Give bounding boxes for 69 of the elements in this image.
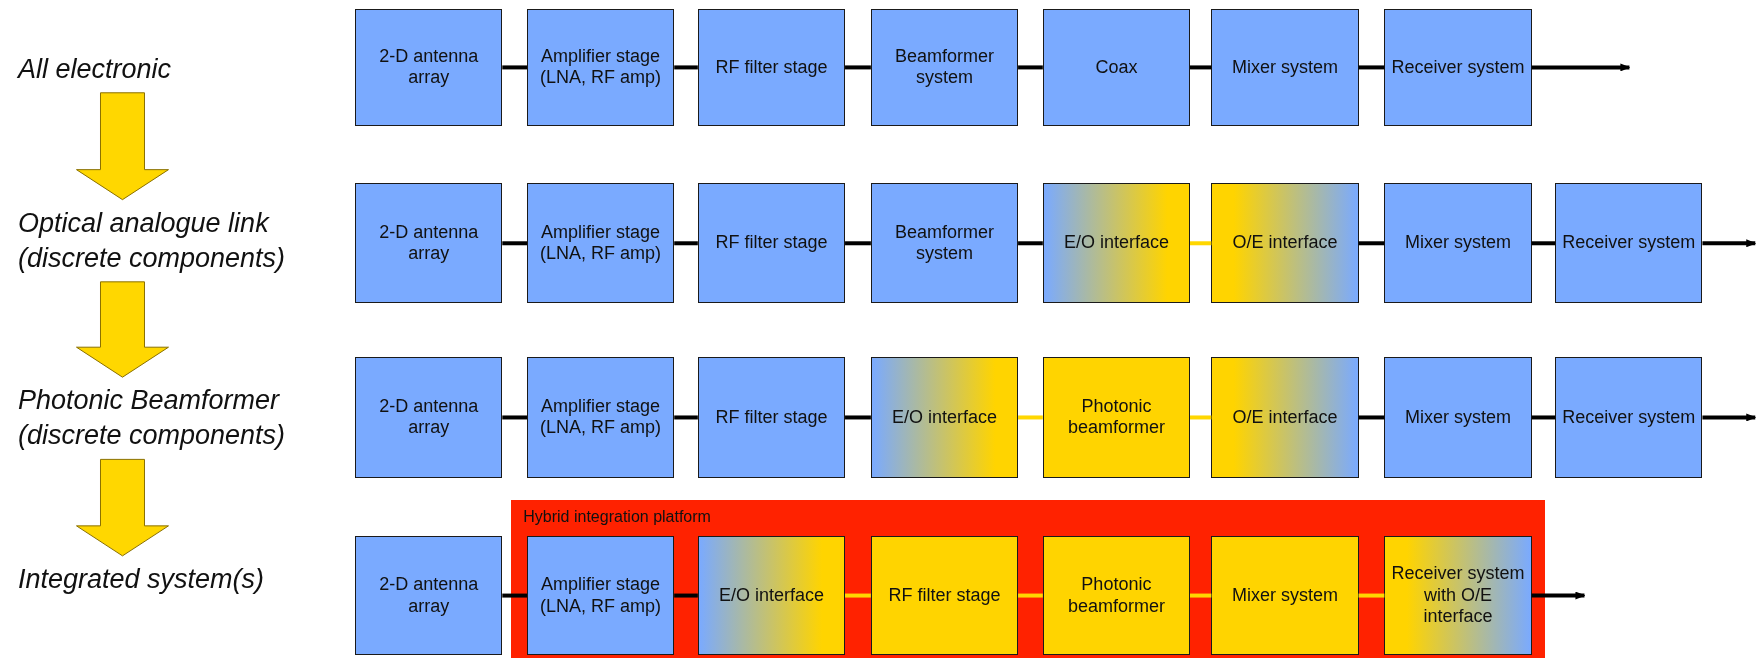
connector-line [845,241,871,246]
process-box: E/O interface [870,357,1019,478]
process-box: 2-D antenna array [355,357,503,478]
connector-line [674,415,698,420]
process-box: Amplifier stage (LNA, RF amp) [527,9,675,126]
connector-line [1358,241,1385,246]
connector-line [1018,65,1043,70]
platform-title: Hybrid integration platform [523,508,711,527]
process-box: E/O interface [1042,183,1190,304]
process-box: Receiver system with O/E interface [1384,536,1532,656]
connector-line [1190,241,1212,246]
block-arrow [76,458,169,557]
connector-line [1018,241,1043,246]
process-box: Beamformer system [870,9,1019,126]
process-box: Mixer system [1211,9,1359,126]
process-box: O/E interface [1211,357,1359,478]
connector-line [845,593,871,598]
row-label: Photonic Beamformer (discrete components) [17,383,286,454]
arrow [1531,591,1586,600]
arrow [1702,413,1757,422]
row-label: Optical analogue link (discrete components) [17,205,286,276]
connector-line [1190,593,1212,598]
process-box: Receiver system [1384,9,1532,126]
process-box: Amplifier stage (LNA, RF amp) [527,357,675,478]
process-box: Mixer system [1384,357,1532,478]
connector-line [1358,65,1385,70]
connector-line [845,415,871,420]
process-box: E/O interface [697,536,845,656]
block-arrow [76,92,169,201]
connector-line [502,65,527,70]
integration-platform [511,500,1546,658]
process-box: Beamformer system [870,183,1019,304]
connector-line [674,241,698,246]
process-box: RF filter stage [697,357,846,478]
connector-line [674,593,698,598]
process-box: RF filter stage [870,536,1019,656]
connector-line [674,65,698,70]
connector-line [502,241,527,246]
connector-line [1358,593,1385,598]
block-arrow [76,281,169,378]
connector-line [1531,415,1556,420]
process-box: Receiver system [1555,357,1703,478]
process-box: Receiver system [1555,183,1703,304]
process-box: RF filter stage [697,183,846,304]
process-box: RF filter stage [697,9,846,126]
process-box: Photonic beamformer [1042,357,1190,478]
row-label: Integrated system(s) [17,561,265,597]
connector-line [502,415,527,420]
arrow [1531,63,1631,72]
connector-line [502,593,527,598]
process-box: 2-D antenna array [355,183,503,304]
process-box: Coax [1042,9,1190,126]
process-box: Photonic beamformer [1042,536,1190,656]
row-label: All electronic [17,51,172,87]
connector-line [845,65,871,70]
arrow [1702,239,1757,248]
connector-line [1190,65,1212,70]
process-box: O/E interface [1211,183,1359,304]
connector-line [1018,593,1043,598]
process-box: Mixer system [1211,536,1359,656]
connector-line [1531,241,1556,246]
process-box: 2-D antenna array [355,9,503,126]
process-box: 2-D antenna array [355,536,503,656]
connector-line [1358,415,1385,420]
process-box: Amplifier stage (LNA, RF amp) [527,183,675,304]
connector-line [1018,415,1043,420]
process-box: Amplifier stage (LNA, RF amp) [527,536,675,656]
connector-line [1190,415,1212,420]
process-box: Mixer system [1384,183,1532,304]
